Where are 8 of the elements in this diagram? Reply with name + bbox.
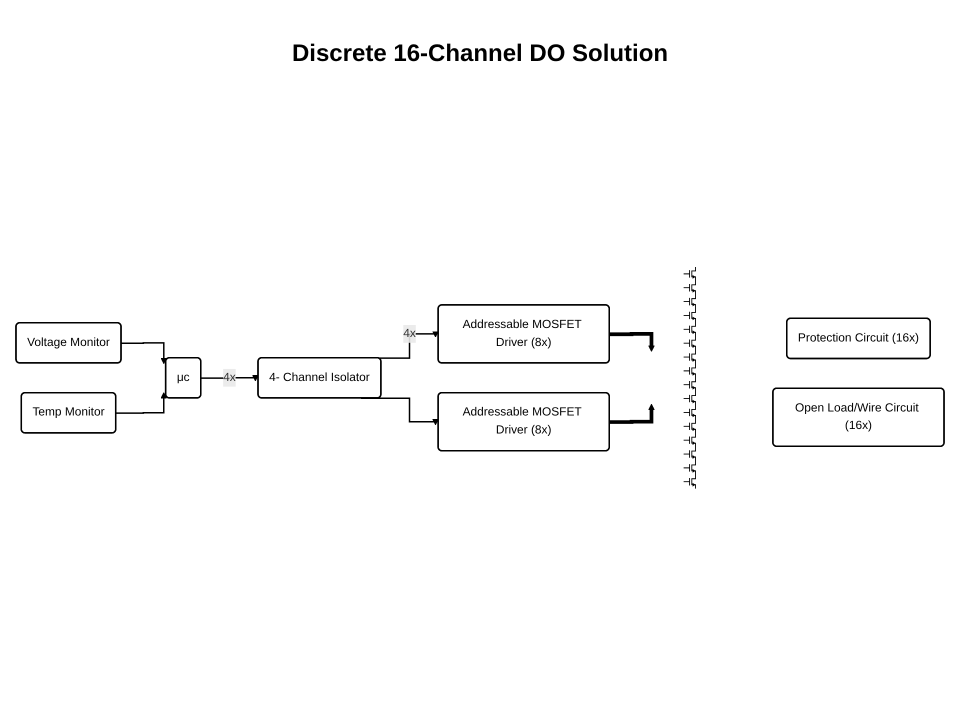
edge-label: 4x: [403, 327, 416, 340]
arrow: [610, 332, 655, 352]
arrow: [116, 392, 168, 414]
arrow: [121, 342, 168, 364]
mosfet-array-drawing: [683, 266, 696, 490]
diagram-title: Discrete 16-Channel DO Solution: [290, 40, 670, 68]
edge-label: 4x: [223, 371, 236, 384]
arrow: [610, 404, 655, 424]
